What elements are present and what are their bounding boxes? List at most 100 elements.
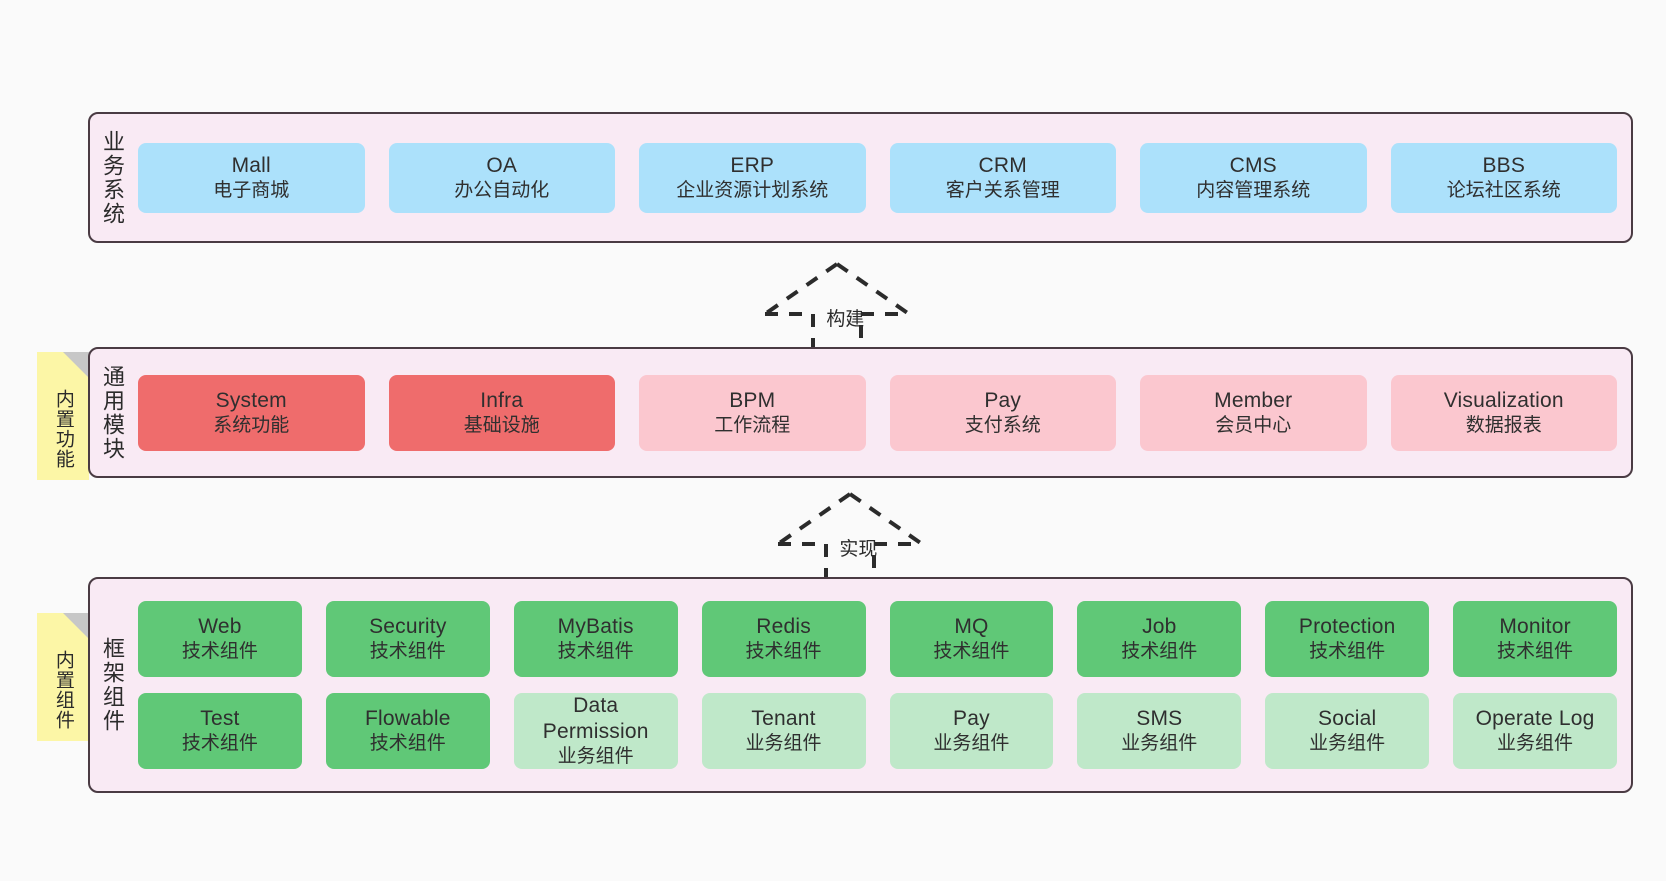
node-subtitle: 技术组件 [1309,641,1386,663]
node-sms[interactable]: SMS 业务组件 [1077,693,1242,769]
node-title: Data Permission [542,694,649,743]
arrow-label-realize: 实现 [839,539,878,560]
node-title: MQ [954,615,989,638]
node-job[interactable]: Job 技术组件 [1077,601,1242,677]
node-cms[interactable]: CMS 内容管理系统 [1140,142,1367,213]
node-title: SMS [1136,707,1183,730]
node-title: Operate Log [1475,707,1595,730]
node-title: Redis [756,615,811,638]
node-title: Tenant [751,707,816,730]
node-title: Security [369,615,447,638]
node-subtitle: 业务组件 [1121,733,1198,755]
node-title: Mall [231,153,271,177]
node-title: Visualization [1443,388,1564,412]
node-title: Infra [480,388,524,412]
node-subtitle: 技术组件 [1121,641,1198,663]
layer-label-common-modules: 通用模块 [99,364,125,461]
node-subtitle: 业务组件 [1309,733,1386,755]
node-title: OA [486,153,518,177]
node-title: Protection [1298,615,1396,638]
node-web[interactable]: Web 技术组件 [138,601,302,677]
node-subtitle: 电子商城 [213,179,290,201]
node-subtitle: 业务组件 [745,733,822,755]
node-row: System 系统功能 Infra 基础设施 BPM 工作流程 Pay 支付系统… [138,374,1617,451]
layer-common-modules: 通用模块 System 系统功能 Infra 基础设施 BPM 工作流程 Pay… [88,347,1633,478]
node-subtitle: 支付系统 [964,414,1041,436]
node-crm[interactable]: CRM 客户关系管理 [889,142,1116,213]
node-title: BPM [729,388,776,412]
node-oa[interactable]: OA 办公自动化 [388,142,615,213]
node-pay-module[interactable]: Pay 支付系统 [889,374,1116,451]
node-bbs[interactable]: BBS 论坛社区系统 [1390,142,1617,213]
node-title: Flowable [364,707,451,730]
sticky-note-label: 内置组件 [52,650,74,730]
node-operate-log[interactable]: Operate Log 业务组件 [1453,693,1617,769]
node-subtitle: 技术组件 [369,733,446,755]
node-social[interactable]: Social 业务组件 [1265,693,1430,769]
node-monitor[interactable]: Monitor 技术组件 [1453,601,1617,677]
arrow-label-build: 构建 [826,309,865,330]
node-data-permission[interactable]: Data Permission 业务组件 [513,693,678,769]
node-subtitle: 系统功能 [213,414,290,436]
node-subtitle: 会员中心 [1215,414,1292,436]
node-security[interactable]: Security 技术组件 [325,601,490,677]
node-subtitle: 技术组件 [181,641,258,663]
node-subtitle: 数据报表 [1465,414,1542,436]
node-visualization[interactable]: Visualization 数据报表 [1390,374,1617,451]
sticky-note-builtin-functions: 内置功能 [37,352,89,480]
node-title: MyBatis [557,615,634,638]
node-subtitle: 业务组件 [557,745,634,767]
node-mq[interactable]: MQ 技术组件 [889,601,1054,677]
node-title: Test [200,707,240,730]
node-mall[interactable]: Mall 电子商城 [138,142,365,213]
node-pay-component[interactable]: Pay 业务组件 [889,693,1054,769]
node-subtitle: 技术组件 [1497,641,1574,663]
layer-framework-components: 框架组件 Web 技术组件 Security 技术组件 MyBatis 技术组件… [88,577,1633,793]
node-row: Web 技术组件 Security 技术组件 MyBatis 技术组件 Redi… [138,601,1617,677]
node-mybatis[interactable]: MyBatis 技术组件 [513,601,678,677]
node-title: System [215,388,287,412]
node-title: BBS [1482,153,1526,177]
node-subtitle: 基础设施 [463,414,540,436]
node-protection[interactable]: Protection 技术组件 [1265,601,1430,677]
node-title: Social [1317,707,1377,730]
node-title: CMS [1229,153,1277,177]
node-subtitle: 技术组件 [181,733,258,755]
node-title: Pay [984,388,1022,412]
node-title: CRM [978,153,1027,177]
generalization-arrow-build: 构建 [757,258,917,354]
node-system[interactable]: System 系统功能 [138,374,365,451]
node-subtitle: 技术组件 [557,641,634,663]
node-redis[interactable]: Redis 技术组件 [701,601,866,677]
layer-business-systems: 业务系统 Mall 电子商城 OA 办公自动化 ERP 企业资源计划系统 CRM… [88,112,1633,243]
node-infra[interactable]: Infra 基础设施 [388,374,615,451]
node-title: Monitor [1499,615,1571,638]
node-member[interactable]: Member 会员中心 [1140,374,1367,451]
node-row: Mall 电子商城 OA 办公自动化 ERP 企业资源计划系统 CRM 客户关系… [138,142,1617,213]
node-title: Job [1142,615,1177,638]
node-subtitle: 业务组件 [933,733,1010,755]
node-subtitle: 业务组件 [1497,733,1574,755]
node-subtitle: 办公自动化 [454,179,550,201]
node-subtitle: 技术组件 [369,641,446,663]
layer-label-business-systems: 业务系统 [99,129,125,226]
layer-body-framework-components: Web 技术组件 Security 技术组件 MyBatis 技术组件 Redi… [134,579,1631,791]
node-subtitle: 内容管理系统 [1196,179,1311,201]
node-tenant[interactable]: Tenant 业务组件 [701,693,866,769]
node-test[interactable]: Test 技术组件 [138,693,302,769]
node-subtitle: 企业资源计划系统 [676,179,829,201]
node-title: ERP [730,153,775,177]
node-subtitle: 论坛社区系统 [1446,179,1561,201]
node-flowable[interactable]: Flowable 技术组件 [325,693,490,769]
layer-label-framework-components: 框架组件 [99,637,125,733]
layer-body-common-modules: System 系统功能 Infra 基础设施 BPM 工作流程 Pay 支付系统… [134,349,1631,476]
node-subtitle: 技术组件 [933,641,1010,663]
node-subtitle: 技术组件 [745,641,822,663]
node-row: Test 技术组件 Flowable 技术组件 Data Permission … [138,693,1617,769]
node-bpm[interactable]: BPM 工作流程 [639,374,866,451]
node-erp[interactable]: ERP 企业资源计划系统 [639,142,866,213]
generalization-arrow-realize: 实现 [770,488,930,584]
node-subtitle: 工作流程 [714,414,791,436]
sticky-note-label: 内置功能 [52,389,74,469]
